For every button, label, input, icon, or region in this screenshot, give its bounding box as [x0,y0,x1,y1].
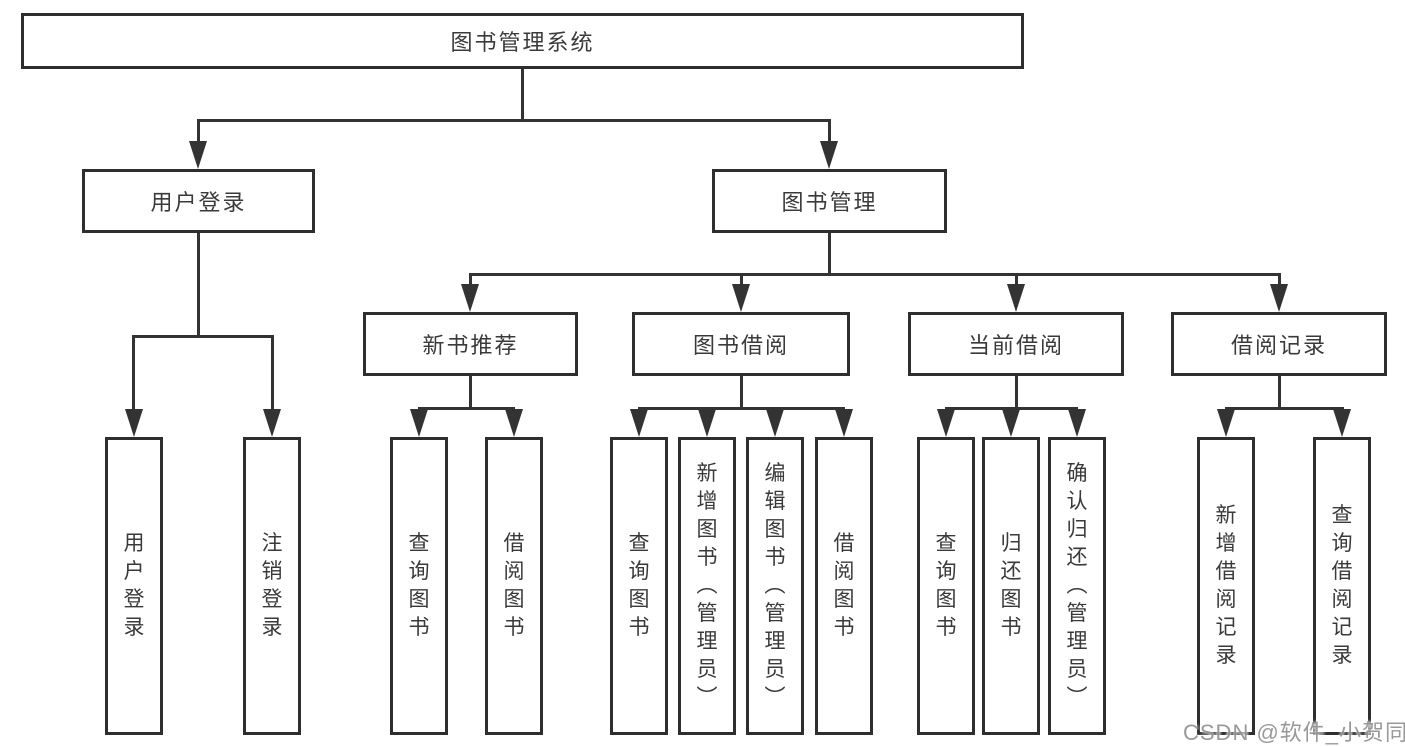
connector-line [418,407,515,410]
connector-line [469,273,472,287]
connector-line [828,119,831,147]
connector-line [1015,273,1018,287]
arrowhead [732,284,750,312]
arrowhead [410,409,428,437]
connector-line [638,407,845,410]
node-leaf-query-books-newbook: 查询图书 [390,437,448,735]
connector-line [945,407,1078,410]
arrowhead [937,409,955,437]
connector-line [197,233,200,338]
node-leaf-confirm-return-admin: 确认归还︵管理员︶ [1048,437,1106,735]
arrowhead [1007,284,1025,312]
arrowhead [820,141,838,169]
watermark-text: CSDN @软件_小贺同学 [1183,720,1405,745]
connector-line [1278,376,1281,409]
node-current-borrowing: 当前借阅 [908,312,1124,376]
node-book-management: 图书管理 [712,169,947,233]
node-leaf-query-books-borrow: 查询图书 [610,437,668,735]
node-leaf-query-books-current: 查询图书 [917,437,975,735]
node-new-book-recommendation: 新书推荐 [363,312,578,376]
connector-line [197,119,831,122]
arrowhead [1068,409,1086,437]
node-borrowing-records: 借阅记录 [1171,312,1387,376]
arrowhead [630,409,648,437]
node-leaf-edit-books-admin: 编辑图书︵管理员︶ [746,437,804,735]
connector-line [1015,376,1018,409]
connector-line [740,273,743,287]
node-leaf-borrow-books-newbook: 借阅图书 [485,437,543,735]
arrowhead [1270,284,1288,312]
arrowhead [189,141,207,169]
arrowhead [505,409,523,437]
connector-line [740,376,743,409]
node-leaf-add-books-admin: 新增图书︵管理员︶ [678,437,736,735]
connector-line [469,376,472,409]
connector-line [132,335,274,338]
arrowhead [1217,409,1235,437]
node-user-login: 用户登录 [82,169,315,233]
connector-line [828,233,831,275]
node-leaf-logout: 注销登录 [243,437,301,735]
arrowhead [1333,409,1351,437]
node-leaf-query-borrow-record: 查询借阅记录 [1313,437,1371,735]
node-library-management-system: 图书管理系统 [21,13,1024,69]
arrowhead [461,284,479,312]
connector-line [132,335,135,411]
arrowhead [698,409,716,437]
connector-line [271,335,274,411]
arrowhead [835,409,853,437]
connector-line [521,69,524,121]
node-leaf-user-login: 用户登录 [105,437,163,735]
connector-line [1278,273,1281,287]
arrowhead [125,409,143,437]
node-leaf-add-borrow-record: 新增借阅记录 [1197,437,1255,735]
connector-line [469,273,1281,276]
arrowhead [1002,409,1020,437]
node-leaf-return-books: 归还图书 [982,437,1040,735]
connector-line [197,119,200,147]
arrowhead [263,409,281,437]
arrowhead [766,409,784,437]
node-book-borrowing: 图书借阅 [632,312,850,376]
node-leaf-borrow-books: 借阅图书 [815,437,873,735]
connector-line [1225,407,1344,410]
